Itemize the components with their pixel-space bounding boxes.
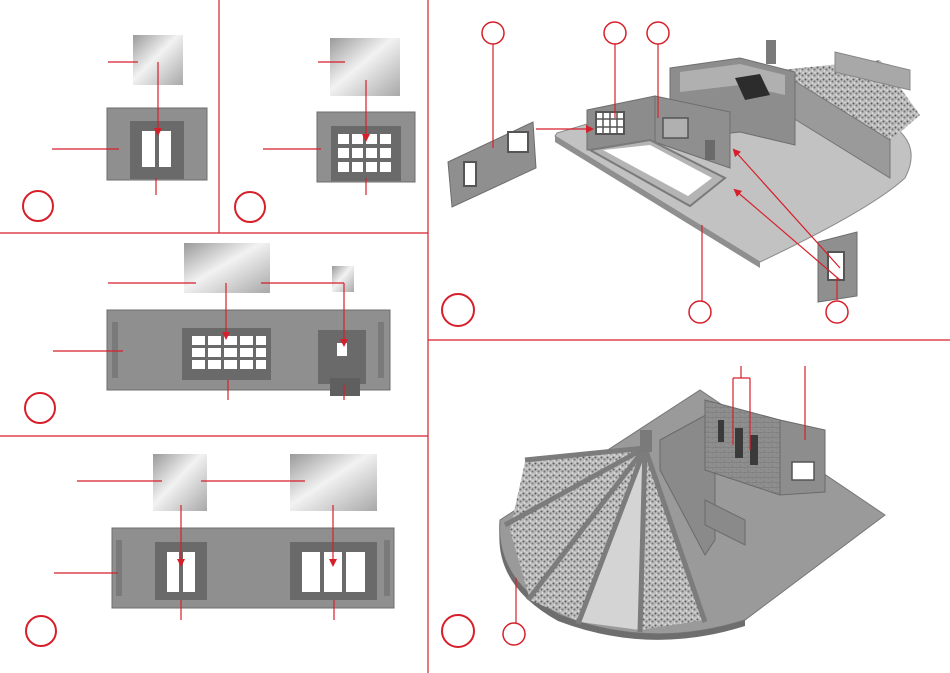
window-installed xyxy=(464,162,476,186)
window-mullion xyxy=(155,131,159,167)
door-installed xyxy=(705,140,715,160)
step-3-panel xyxy=(25,243,390,423)
window-installed xyxy=(735,428,743,458)
wall-end-tab xyxy=(378,322,384,378)
callout-circle xyxy=(482,22,504,44)
chimney-stack xyxy=(640,430,652,452)
callout-circle xyxy=(604,22,626,44)
step-number-circle xyxy=(442,294,474,326)
window-installed xyxy=(718,420,724,442)
window-installed xyxy=(508,132,528,152)
small-glass-pane-part xyxy=(332,266,354,292)
step-1-panel xyxy=(23,35,207,221)
wall-end-tab xyxy=(116,540,122,596)
callout-circle xyxy=(503,623,525,645)
glass-pane-part xyxy=(153,454,207,511)
glass-pane-part xyxy=(330,38,400,96)
door-step-part xyxy=(330,378,360,396)
step-5-panel xyxy=(442,22,920,326)
wall-end-tab xyxy=(112,322,118,378)
step-6-panel xyxy=(442,366,885,647)
step-number-circle xyxy=(26,616,56,646)
callout-circle xyxy=(647,22,669,44)
step-2-panel xyxy=(235,38,415,222)
callout-circle xyxy=(689,301,711,323)
step-number-circle xyxy=(25,393,55,423)
window-installed xyxy=(663,118,688,138)
chimney-stack xyxy=(766,40,776,64)
building-end xyxy=(780,420,825,495)
step-number-circle xyxy=(23,191,53,221)
step-4-panel xyxy=(26,454,394,646)
wall-end-tab xyxy=(384,540,390,596)
glass-pane-part xyxy=(184,243,270,293)
door-frame-part xyxy=(318,330,366,384)
callout-circle xyxy=(826,301,848,323)
glass-pane-part xyxy=(290,454,377,511)
window-mullion xyxy=(320,552,324,592)
step-number-circle xyxy=(442,615,474,647)
step-number-circle xyxy=(235,192,265,222)
window-mullion xyxy=(342,552,346,592)
door-window-opening xyxy=(337,343,347,356)
window-installed xyxy=(750,435,758,465)
window-installed xyxy=(792,462,814,480)
